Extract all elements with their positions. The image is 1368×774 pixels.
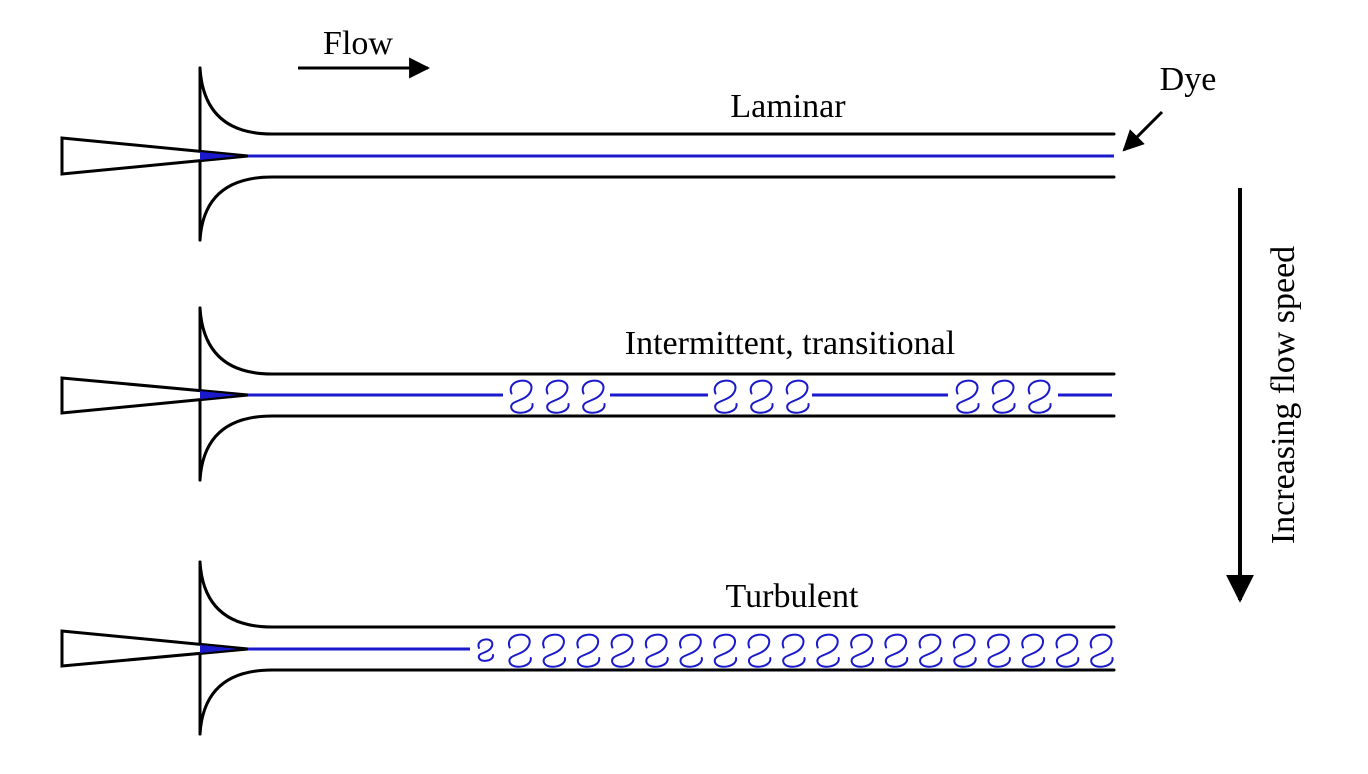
eddy-swirl <box>955 379 980 414</box>
eddy-swirl <box>713 633 738 668</box>
speed-label: Increasing flow speed <box>1265 246 1302 544</box>
dye-tip <box>200 152 238 160</box>
eddy-swirl <box>747 633 772 668</box>
eddy-swirl <box>679 633 703 668</box>
dye-label: Dye <box>1160 61 1217 98</box>
eddy-swirl <box>884 633 909 668</box>
eddy-swirl <box>713 379 738 414</box>
pipe-lower-wall <box>198 668 1116 736</box>
eddy-swirl <box>576 633 601 668</box>
eddy-swirl <box>781 633 806 668</box>
eddy-swirl <box>850 633 874 668</box>
eddy-swirl <box>749 379 774 414</box>
pipe-upper-wall <box>198 66 1116 136</box>
transitional-regime: Intermittent, transitional <box>60 306 1116 482</box>
flow-label: Flow <box>323 25 393 62</box>
eddy-swirl <box>1089 633 1114 668</box>
eddy-cluster <box>509 379 1052 414</box>
pipe-upper-wall <box>198 306 1116 376</box>
eddy-swirl <box>644 633 669 668</box>
eddy-swirl <box>991 379 1016 414</box>
eddy-swirl <box>816 633 840 668</box>
pipe-upper-wall <box>198 560 1116 629</box>
eddy-swirl <box>542 633 566 668</box>
eddy-swirl <box>477 638 494 662</box>
regime-label-turbulent: Turbulent <box>726 578 859 615</box>
eddy-swirl <box>508 633 532 668</box>
eddy-swirl <box>509 379 534 414</box>
dye-injector-nozzle <box>60 376 249 415</box>
dye-tip <box>200 645 238 653</box>
eddy-swirl <box>581 379 606 414</box>
eddy-swirl <box>918 633 943 668</box>
dye-injector-nozzle <box>60 629 249 668</box>
eddy-swirl <box>1027 379 1052 414</box>
dye-arrow <box>1122 110 1164 152</box>
eddy-swirl <box>1021 633 1046 668</box>
turbulent-regime: Turbulent <box>60 560 1116 736</box>
regime-label-laminar: Laminar <box>730 88 846 125</box>
pipe-lower-wall <box>198 175 1116 242</box>
eddy-swirl <box>952 633 977 668</box>
eddy-swirl <box>987 633 1011 668</box>
eddy-cluster <box>477 633 1114 668</box>
eddy-swirl <box>1055 633 1080 668</box>
dye-injector-nozzle <box>60 136 249 176</box>
eddy-swirl <box>610 633 635 668</box>
dye-tip <box>200 391 238 399</box>
pipe-lower-wall <box>198 414 1116 482</box>
laminar-regime: Laminar <box>60 66 1116 242</box>
eddy-swirl <box>545 379 570 414</box>
regime-label-transitional: Intermittent, transitional <box>625 325 955 362</box>
eddy-swirl <box>785 379 810 414</box>
